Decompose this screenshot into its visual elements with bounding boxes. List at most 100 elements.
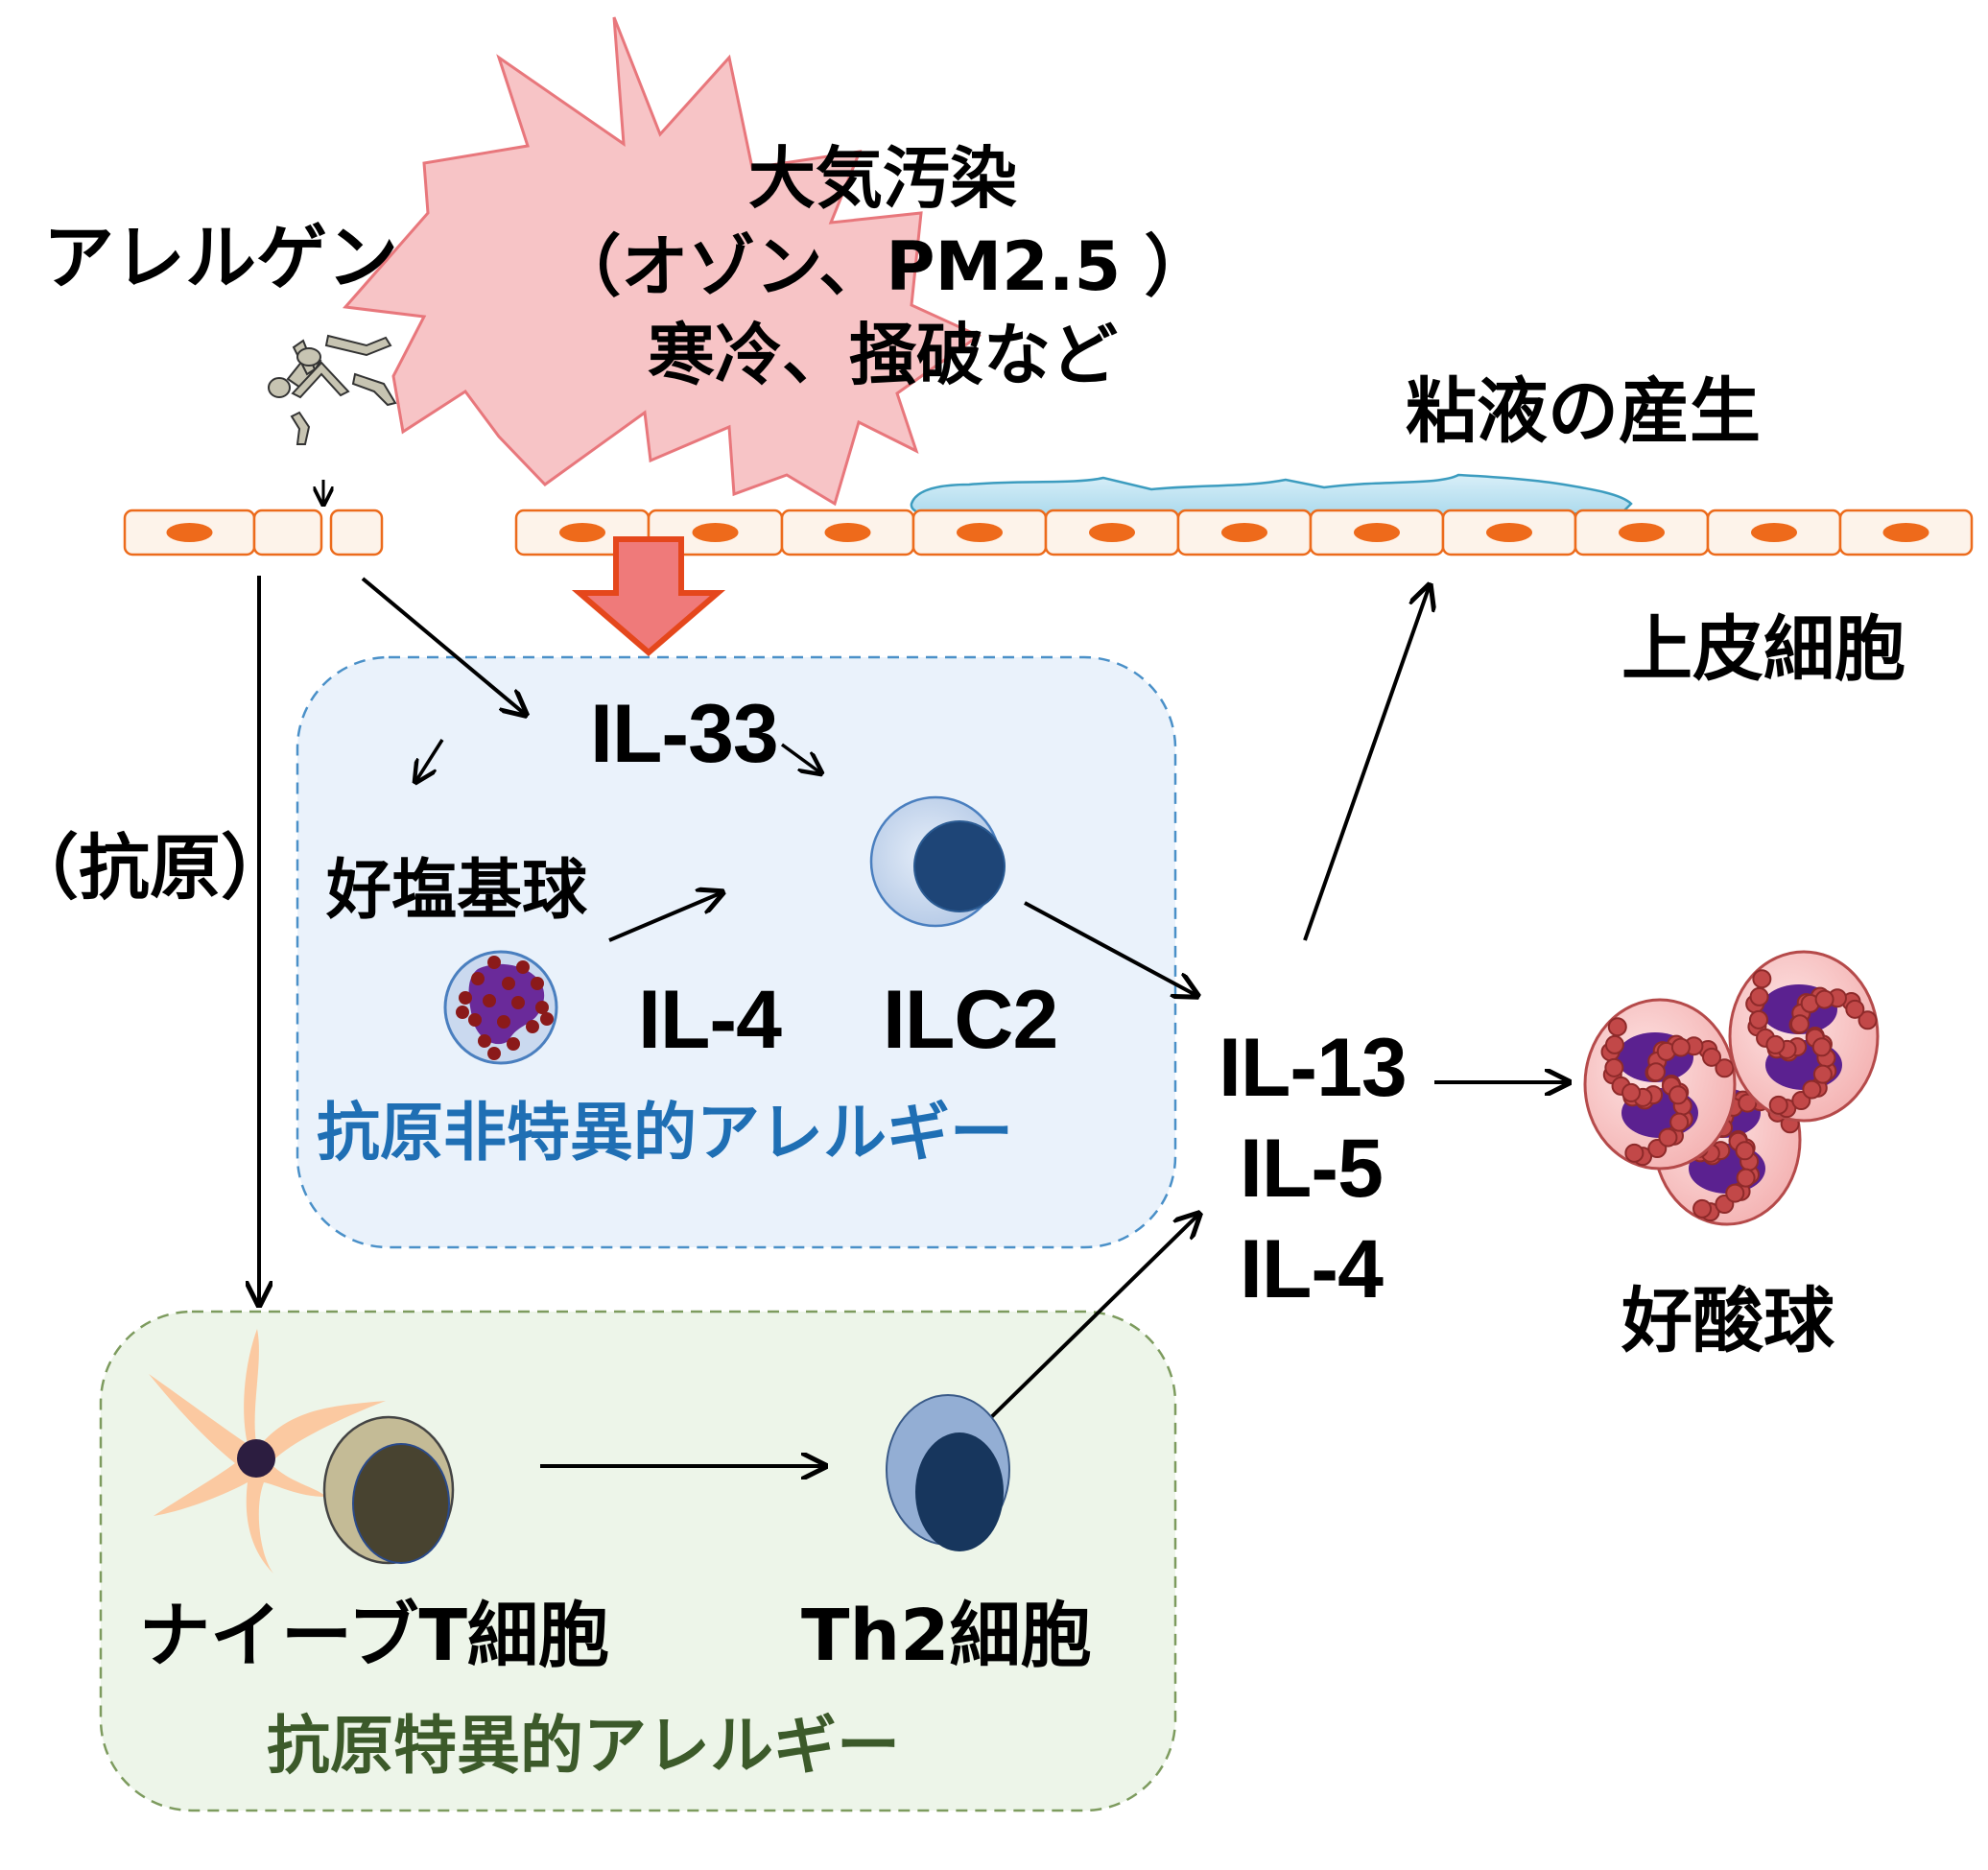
eosinophil-granule (1812, 1064, 1833, 1084)
eosinophil-granule (1802, 1079, 1822, 1100)
eosinophil-granule (1670, 1037, 1691, 1057)
cytokine-il13: IL-13 (1219, 1022, 1408, 1114)
epithelial-cell (252, 509, 323, 556)
mucus-production-label: 粘液の産生 (1406, 370, 1761, 453)
eosinophil-granule (1715, 1058, 1735, 1078)
epithelial-nucleus (692, 523, 739, 542)
epithelial-nucleus (1751, 523, 1797, 542)
cytokine-il5: IL-5 (1240, 1123, 1384, 1215)
dendritic-cell (149, 1329, 386, 1574)
epithelial-nucleus (1619, 523, 1665, 542)
cytokine-il4: IL-4 (1240, 1223, 1384, 1315)
eosinophil-granule (1621, 1082, 1642, 1102)
arrow-to-il33 (361, 577, 526, 715)
th2-cell-label: Th2細胞 (801, 1595, 1092, 1677)
allergen-label: アレルゲン (43, 217, 398, 299)
epithelial-nucleus (559, 523, 605, 542)
basophil-granule (502, 977, 515, 990)
arrow-ilc2-to-cytokines (1024, 901, 1197, 996)
eosinophil-granule (1814, 989, 1834, 1009)
eosinophil-granule (1749, 986, 1769, 1006)
environmental-stimulus-text: 大気汚染 （オゾン、PM2.5 ） 寒冷、掻破など (537, 134, 1228, 399)
nonspecific-allergy-caption: 抗原非特異的アレルギー (317, 1096, 1013, 1170)
eosinophil-granule (1765, 1034, 1786, 1054)
epithelial-nucleus (1221, 523, 1267, 542)
basophil-granule (468, 1013, 482, 1027)
ilc2-label: ILC2 (883, 974, 1058, 1066)
eosinophil-granule (1604, 1057, 1624, 1077)
eosinophil-granule (1752, 969, 1772, 989)
eosinophil-cell (1583, 998, 1737, 1171)
eosinophil-granule (1735, 1141, 1755, 1161)
basophil-granule (526, 1020, 539, 1033)
epithelial-nucleus (824, 523, 871, 542)
epithelial-nucleus (1089, 523, 1135, 542)
eosinophil-granule (1736, 1168, 1756, 1188)
basophil-granule (478, 1034, 491, 1048)
eosinophil-granule (1789, 1014, 1810, 1034)
epithelial-nucleus (957, 523, 1003, 542)
eosinophil-granule (1725, 1183, 1745, 1203)
naive-t-cell (322, 1415, 455, 1565)
arrow-basophil-to-ilc2 (608, 892, 722, 942)
eosinophil-cell (1728, 950, 1880, 1123)
th2-cell (886, 1394, 1010, 1551)
basophil-granule (511, 996, 525, 1009)
eosinophil-granule (1645, 1062, 1666, 1082)
epithelial-cell (329, 509, 384, 556)
eosinophil-granule (1845, 999, 1865, 1019)
eosinophil-granule (1607, 1017, 1627, 1037)
basophil-granule (459, 991, 472, 1005)
eosinophil-granule (1702, 1047, 1722, 1067)
arrow-il33-to-basophil (415, 739, 444, 782)
environmental-stimulus-burst (342, 16, 982, 507)
basophil-granule (497, 1015, 510, 1029)
stimulus-line-2: （オゾン、PM2.5 ） (554, 227, 1212, 306)
eosinophil-granule (1604, 1034, 1624, 1054)
eosinophil-granule (1624, 1143, 1645, 1163)
basophil-cell (443, 950, 558, 1065)
arrow-il33-to-ilc2 (780, 743, 821, 773)
basophil-granule (487, 1047, 501, 1060)
big-down-arrow (571, 536, 726, 656)
specific-allergy-caption: 抗原特異的アレルギー (267, 1709, 900, 1783)
epithelium-layer (123, 509, 1974, 556)
basophil-granule (487, 956, 501, 969)
basophil-granule (507, 1037, 520, 1051)
basophil-granule (531, 977, 544, 990)
eosinophil-granule (1858, 1010, 1878, 1030)
eosinophil-granule (1738, 1093, 1758, 1113)
il33-label: IL-33 (590, 688, 779, 780)
eosinophil-cluster (1583, 950, 1880, 1226)
basophil-label: 好塩基球 (326, 853, 588, 929)
stimulus-line-1: 大気汚染 (748, 139, 1017, 218)
stimulus-line-3: 寒冷、掻破など (648, 316, 1118, 394)
basophil-granule (471, 972, 485, 985)
eosinophil-granule (1748, 1009, 1768, 1030)
naive-t-cell-label: ナイーブT細胞 (139, 1595, 610, 1677)
epithelial-nucleus (1486, 523, 1532, 542)
ilc2-cell (869, 795, 1006, 928)
eosinophil-granule (1669, 1112, 1690, 1132)
eosinophil-granule (1668, 1085, 1689, 1105)
basophil-granule (483, 994, 496, 1007)
allergen-icon (268, 334, 397, 445)
epithelial-cell-label: 上皮細胞 (1621, 608, 1905, 691)
epithelial-nucleus (1882, 523, 1929, 542)
antigen-label: （抗原） (8, 827, 292, 910)
eosinophil-label: 好酸球 (1621, 1280, 1834, 1362)
mucus-layer (910, 473, 1633, 520)
basophil-granule (516, 960, 530, 974)
basophil-granule (456, 1006, 469, 1019)
arrow-th2-to-cytokines (982, 1214, 1199, 1427)
basophil-granule (535, 1001, 549, 1014)
eosinophil-granule (1768, 1095, 1788, 1115)
il4-label: IL-4 (638, 974, 782, 1066)
epithelial-nucleus (166, 523, 213, 542)
arrow-cytokines-to-epithelium (1303, 585, 1430, 941)
epithelial-nucleus (1354, 523, 1400, 542)
eosinophil-granule (1811, 1037, 1832, 1057)
eosinophil-granule (1658, 1127, 1678, 1148)
basophil-granule (540, 1012, 554, 1026)
